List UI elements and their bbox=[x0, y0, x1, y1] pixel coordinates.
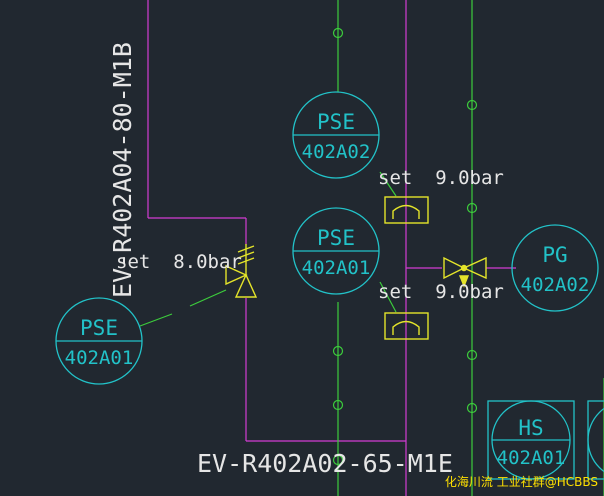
instrument-pse-402a02-upper[interactable]: PSE 402A02 bbox=[292, 91, 380, 179]
signal-node bbox=[466, 402, 478, 414]
signal-node bbox=[332, 399, 344, 411]
instrument-number: 402A02 bbox=[302, 141, 371, 163]
signal-lines bbox=[139, 0, 604, 496]
instrument-tag: HS bbox=[518, 416, 543, 440]
instrument-tag: PSE bbox=[80, 316, 118, 340]
instrument-tag: PG bbox=[542, 243, 567, 267]
rupture-disc-icon[interactable] bbox=[384, 312, 429, 340]
gate-valve-bonnet bbox=[458, 275, 470, 288]
relief-valve-inlet-triangle bbox=[225, 264, 248, 286]
setpoint-rupture-disc-lower: set 9.0bar bbox=[378, 281, 504, 303]
signal-connection-nodes bbox=[332, 27, 478, 466]
leader-pse-to-relief-a bbox=[139, 313, 173, 327]
rupture-disc-dome bbox=[392, 320, 420, 335]
instrument-number: 402A02 bbox=[521, 274, 590, 296]
relief-valve-outlet-triangle bbox=[234, 273, 258, 298]
instrument-pg-402a02[interactable]: PG 402A02 bbox=[511, 224, 599, 312]
rupture-disc-dome bbox=[392, 204, 420, 219]
leader-pse-to-disc-lower bbox=[379, 281, 397, 313]
process-lines bbox=[147, 0, 516, 496]
gate-valve-icon[interactable] bbox=[443, 256, 487, 288]
setpoint-rupture-disc-upper: set 9.0bar bbox=[378, 167, 504, 189]
relief-valve-spring bbox=[237, 245, 255, 265]
signal-node bbox=[332, 454, 344, 466]
rupture-disc-icon[interactable] bbox=[384, 196, 429, 224]
instrument-balloon bbox=[511, 224, 599, 312]
relief-valve-icon[interactable] bbox=[225, 244, 258, 298]
gate-valve-left-triangle bbox=[443, 256, 466, 280]
gate-valve-right-triangle bbox=[462, 256, 487, 280]
setpoint-relief-valve: set 8.0bar bbox=[116, 251, 242, 273]
watermark-text: 化海川流 工业社群@HCBBS bbox=[445, 474, 598, 489]
instrument-pse-402a01-left[interactable]: PSE 402A01 bbox=[55, 297, 143, 385]
leader-pse-to-relief-b bbox=[189, 289, 227, 307]
line-label-vertical: EV-R402A04-80-M1B bbox=[108, 42, 137, 298]
line-label-bottom: EV-R402A02-65-M1E bbox=[197, 449, 453, 478]
rupture-disc-body bbox=[384, 196, 429, 224]
signal-node bbox=[466, 202, 478, 214]
gate-valve-stem bbox=[460, 264, 468, 272]
signal-node bbox=[466, 349, 478, 361]
instrument-hs-402a01[interactable]: HS 402A01 bbox=[487, 400, 575, 480]
instrument-tag: PSE bbox=[317, 110, 355, 134]
signal-node bbox=[332, 27, 344, 39]
instrument-number: 402A01 bbox=[497, 447, 566, 469]
instrument-number: 402A01 bbox=[65, 347, 134, 369]
signal-node bbox=[466, 99, 478, 111]
rupture-disc-body bbox=[384, 312, 429, 340]
instrument-partial-right bbox=[587, 400, 604, 480]
instrument-balloon bbox=[587, 407, 604, 473]
instrument-tag: PSE bbox=[317, 226, 355, 250]
leader-pse-to-disc-upper bbox=[379, 171, 397, 197]
instrument-number: 402A01 bbox=[302, 257, 371, 279]
instrument-pse-402a01-middle[interactable]: PSE 402A01 bbox=[292, 207, 380, 295]
signal-node bbox=[332, 345, 344, 357]
